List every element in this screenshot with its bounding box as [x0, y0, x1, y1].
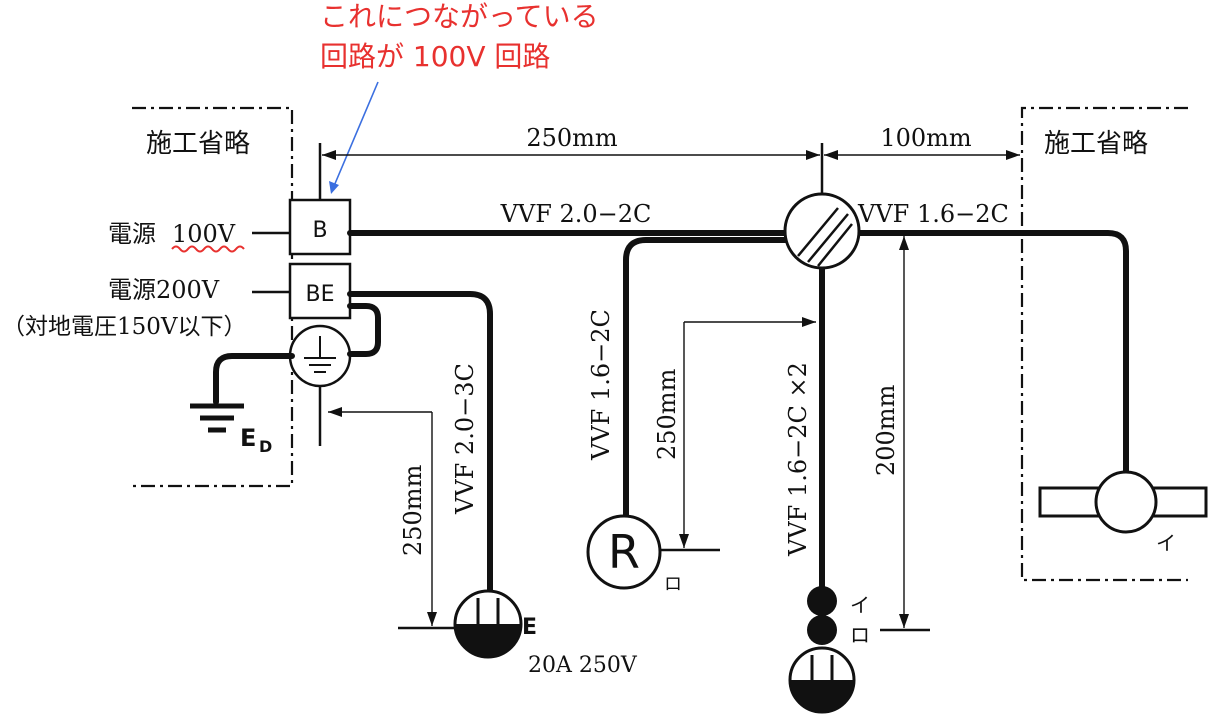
cable-receptacle: VVF 1.6−2C: [587, 309, 615, 461]
annotation-line1: これにつながっている: [320, 0, 599, 33]
switch-ro-icon: [807, 615, 837, 645]
outlet-wire: [347, 291, 493, 597]
receptacle-symbol: R: [608, 525, 640, 579]
dim-top-left-line: [322, 150, 820, 160]
be-ground-wire: [347, 303, 381, 357]
receptacle-icon: [586, 514, 662, 590]
dim-receptacle-line: [656, 317, 816, 552]
dim-top-left: 250mm: [526, 124, 618, 152]
ground-label-e: E: [240, 424, 256, 452]
receptacle-tag: ロ: [664, 574, 682, 595]
annotation-line2: 回路が 100V 回路: [320, 40, 550, 73]
omitted-box-right: [1020, 106, 1188, 582]
cable-switch: VVF 1.6−2C ×2: [784, 362, 812, 557]
lamp-tag: イ: [1156, 531, 1176, 555]
annotation-arrow: [329, 81, 379, 194]
dim-right-line: [880, 236, 930, 632]
source-100v-prefix: 電源: [108, 220, 156, 248]
omitted-label-right: 施工省略: [1044, 129, 1148, 159]
outlet-bottom-icon: [788, 646, 856, 714]
lamp-icon: [1038, 470, 1208, 534]
breaker-be-label: BE: [306, 282, 335, 307]
dim-outlet-line: [328, 407, 458, 630]
breaker-be-box: [288, 262, 352, 320]
outlet-20a-icon: [453, 589, 523, 659]
source-100v-value: 100V: [172, 220, 236, 248]
cable-right: VVF 1.6−2C: [857, 200, 1009, 228]
switch-tag-ro: ロ: [850, 623, 870, 647]
junction-box-icon: [783, 192, 861, 270]
cable-main: VVF 2.0−2C: [500, 200, 652, 228]
lamp-wire: [819, 230, 1129, 481]
wavy-underline: [171, 245, 245, 253]
dim-right-drop: 200mm: [872, 384, 900, 476]
cable-outlet: VVF 2.0−3C: [451, 363, 479, 515]
dim-outlet-drop: 250mm: [399, 464, 427, 556]
breaker-b-box: [288, 198, 352, 256]
earth-icon: [190, 403, 244, 433]
source-200v-note: （対地電圧150V以下）: [2, 314, 247, 340]
switch-tag-i: イ: [850, 593, 870, 617]
source-200v: 電源200V: [108, 276, 220, 304]
outlet-tag: E: [522, 615, 537, 640]
dim-top-right: 100mm: [880, 124, 972, 152]
ground-label-d: D: [259, 437, 272, 456]
ground-wire: [213, 353, 295, 405]
outlet-rating: 20A 250V: [528, 653, 638, 678]
dim-top-right-line: [824, 150, 1020, 160]
receptacle-wire: [623, 237, 793, 521]
ground-terminal-icon: [288, 324, 352, 388]
omitted-label-left: 施工省略: [146, 129, 250, 159]
dim-receptacle-drop: 250mm: [653, 368, 681, 460]
breaker-b-label: B: [312, 218, 327, 243]
switch-i-icon: [807, 586, 837, 616]
